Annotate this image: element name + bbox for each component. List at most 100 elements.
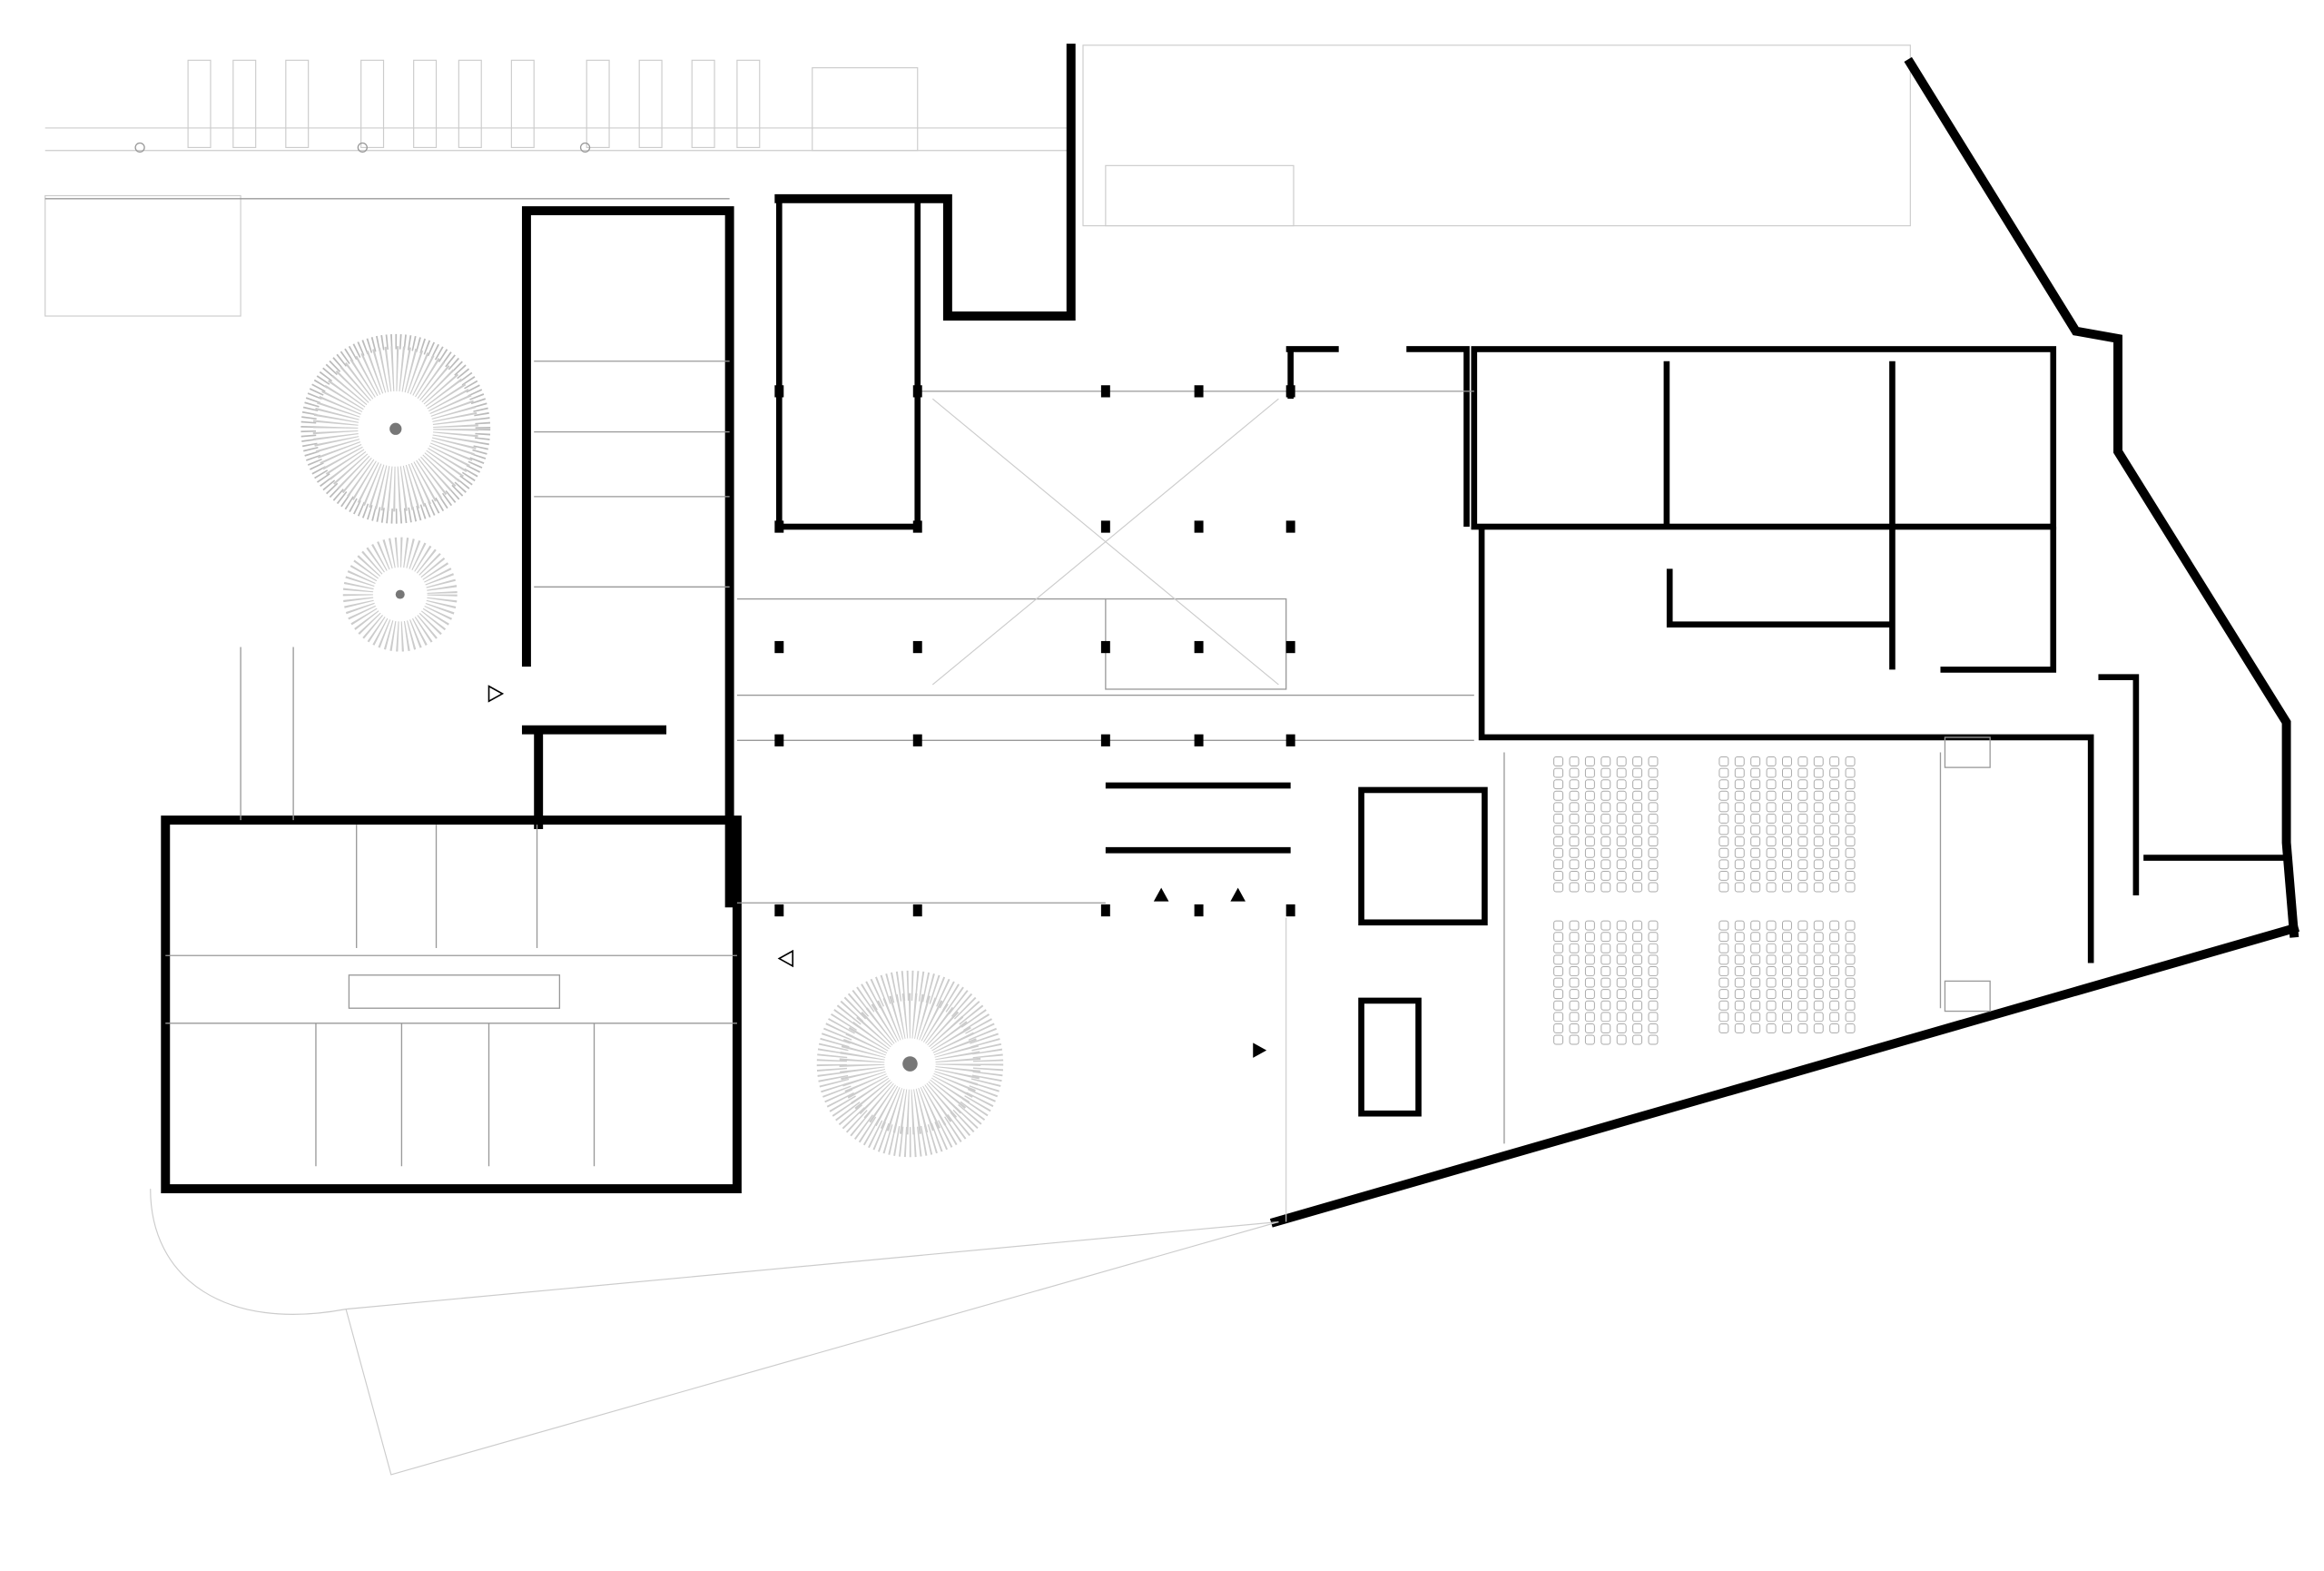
auditorium-seat	[1750, 1023, 1761, 1033]
auditorium-seat	[1734, 1023, 1745, 1033]
auditorium-seat	[1584, 1000, 1595, 1011]
auditorium-seat	[1813, 802, 1824, 813]
auditorium-seat	[1734, 943, 1745, 953]
auditorium-seat	[1797, 825, 1808, 835]
auditorium-seat	[1584, 1012, 1595, 1023]
auditorium-seat	[1648, 943, 1659, 953]
auditorium-seat	[1616, 802, 1627, 813]
auditorium-seat	[1797, 802, 1808, 813]
auditorium-seat	[1632, 790, 1643, 801]
auditorium-seat	[1734, 847, 1745, 858]
auditorium-seat	[1600, 1000, 1611, 1011]
auditorium-seat	[1648, 790, 1659, 801]
auditorium-seat	[1569, 932, 1580, 943]
auditorium-seat	[1632, 813, 1643, 824]
auditorium-seat	[1797, 966, 1808, 976]
bay	[510, 59, 535, 149]
auditorium-seat	[1616, 920, 1627, 931]
column	[1100, 734, 1110, 746]
auditorium-seat	[1766, 847, 1777, 858]
auditorium-seat	[1766, 943, 1777, 953]
auditorium-seat	[1632, 989, 1643, 1000]
auditorium-seat	[1584, 882, 1595, 893]
auditorium-seat	[1584, 859, 1595, 870]
entrance-marker-icon	[1153, 887, 1169, 902]
auditorium-seat	[1781, 954, 1792, 965]
auditorium-seat	[1813, 847, 1824, 858]
auditorium-seat	[1829, 1023, 1840, 1033]
auditorium-seat	[1797, 932, 1808, 943]
auditorium-seat	[1813, 966, 1824, 976]
auditorium-seat	[1797, 920, 1808, 931]
tree-2	[342, 537, 458, 652]
auditorium-seat	[1584, 802, 1595, 813]
auditorium-seat	[1845, 802, 1856, 813]
auditorium-seat	[1734, 932, 1745, 943]
auditorium-seat	[1648, 836, 1659, 847]
auditorium-seat	[1829, 1012, 1840, 1023]
auditorium-seat	[1766, 825, 1777, 835]
auditorium-seat	[1734, 790, 1745, 801]
auditorium-seat	[1553, 1034, 1564, 1045]
bay	[413, 59, 438, 149]
auditorium-seat	[1718, 790, 1729, 801]
auditorium-seat	[1584, 790, 1595, 801]
auditorium-seat	[1648, 1034, 1659, 1045]
auditorium-seat	[1569, 954, 1580, 965]
auditorium-seat	[1829, 767, 1840, 778]
auditorium-seat	[1584, 825, 1595, 835]
auditorium-seat	[1553, 790, 1564, 801]
auditorium-seat	[1632, 859, 1643, 870]
auditorium-seat	[1813, 756, 1824, 766]
auditorium-seat	[1750, 882, 1761, 893]
auditorium-seat	[1718, 813, 1729, 824]
auditorium-seat	[1648, 802, 1659, 813]
auditorium-seat	[1845, 977, 1856, 988]
auditorium-seat	[1600, 767, 1611, 778]
auditorium-seat	[1750, 825, 1761, 835]
auditorium-seat	[1569, 1023, 1580, 1033]
bay	[638, 59, 663, 149]
auditorium-seat	[1797, 767, 1808, 778]
auditorium-seat	[1616, 790, 1627, 801]
auditorium-seat	[1600, 847, 1611, 858]
auditorium-seat	[1648, 767, 1659, 778]
auditorium-seat	[1632, 802, 1643, 813]
column	[1285, 904, 1295, 917]
auditorium-seat	[1797, 977, 1808, 988]
auditorium-seat	[1813, 882, 1824, 893]
auditorium-seat	[1845, 756, 1856, 766]
auditorium-seat	[1766, 859, 1777, 870]
auditorium-seat	[1766, 779, 1777, 790]
auditorium-seat	[1569, 767, 1580, 778]
auditorium-seat	[1648, 966, 1659, 976]
auditorium-seat	[1829, 966, 1840, 976]
auditorium-seat	[1750, 977, 1761, 988]
auditorium-seat	[1648, 779, 1659, 790]
column	[912, 904, 922, 917]
auditorium-seat	[1750, 870, 1761, 881]
auditorium-seat	[1616, 1034, 1627, 1045]
auditorium-seat	[1648, 847, 1659, 858]
auditorium-seat	[1584, 1034, 1595, 1045]
auditorium-seat	[1600, 977, 1611, 988]
auditorium-seat	[1600, 836, 1611, 847]
auditorium-seat	[1584, 977, 1595, 988]
auditorium-seat	[1553, 870, 1564, 881]
auditorium-seat	[1845, 836, 1856, 847]
bay	[458, 59, 482, 149]
auditorium-seat	[1845, 779, 1856, 790]
auditorium-seat	[1781, 1000, 1792, 1011]
exterior-walls	[161, 44, 2300, 1228]
auditorium-seat	[1781, 1023, 1792, 1033]
auditorium-seat	[1648, 920, 1659, 931]
auditorium-seat	[1718, 920, 1729, 931]
auditorium-seat	[1584, 966, 1595, 976]
column	[1194, 385, 1204, 398]
column	[1194, 520, 1204, 533]
auditorium-seat	[1569, 825, 1580, 835]
auditorium-seat	[1766, 870, 1777, 881]
auditorium-seat	[1718, 1000, 1729, 1011]
auditorium-seat	[1829, 836, 1840, 847]
column	[1100, 640, 1110, 654]
